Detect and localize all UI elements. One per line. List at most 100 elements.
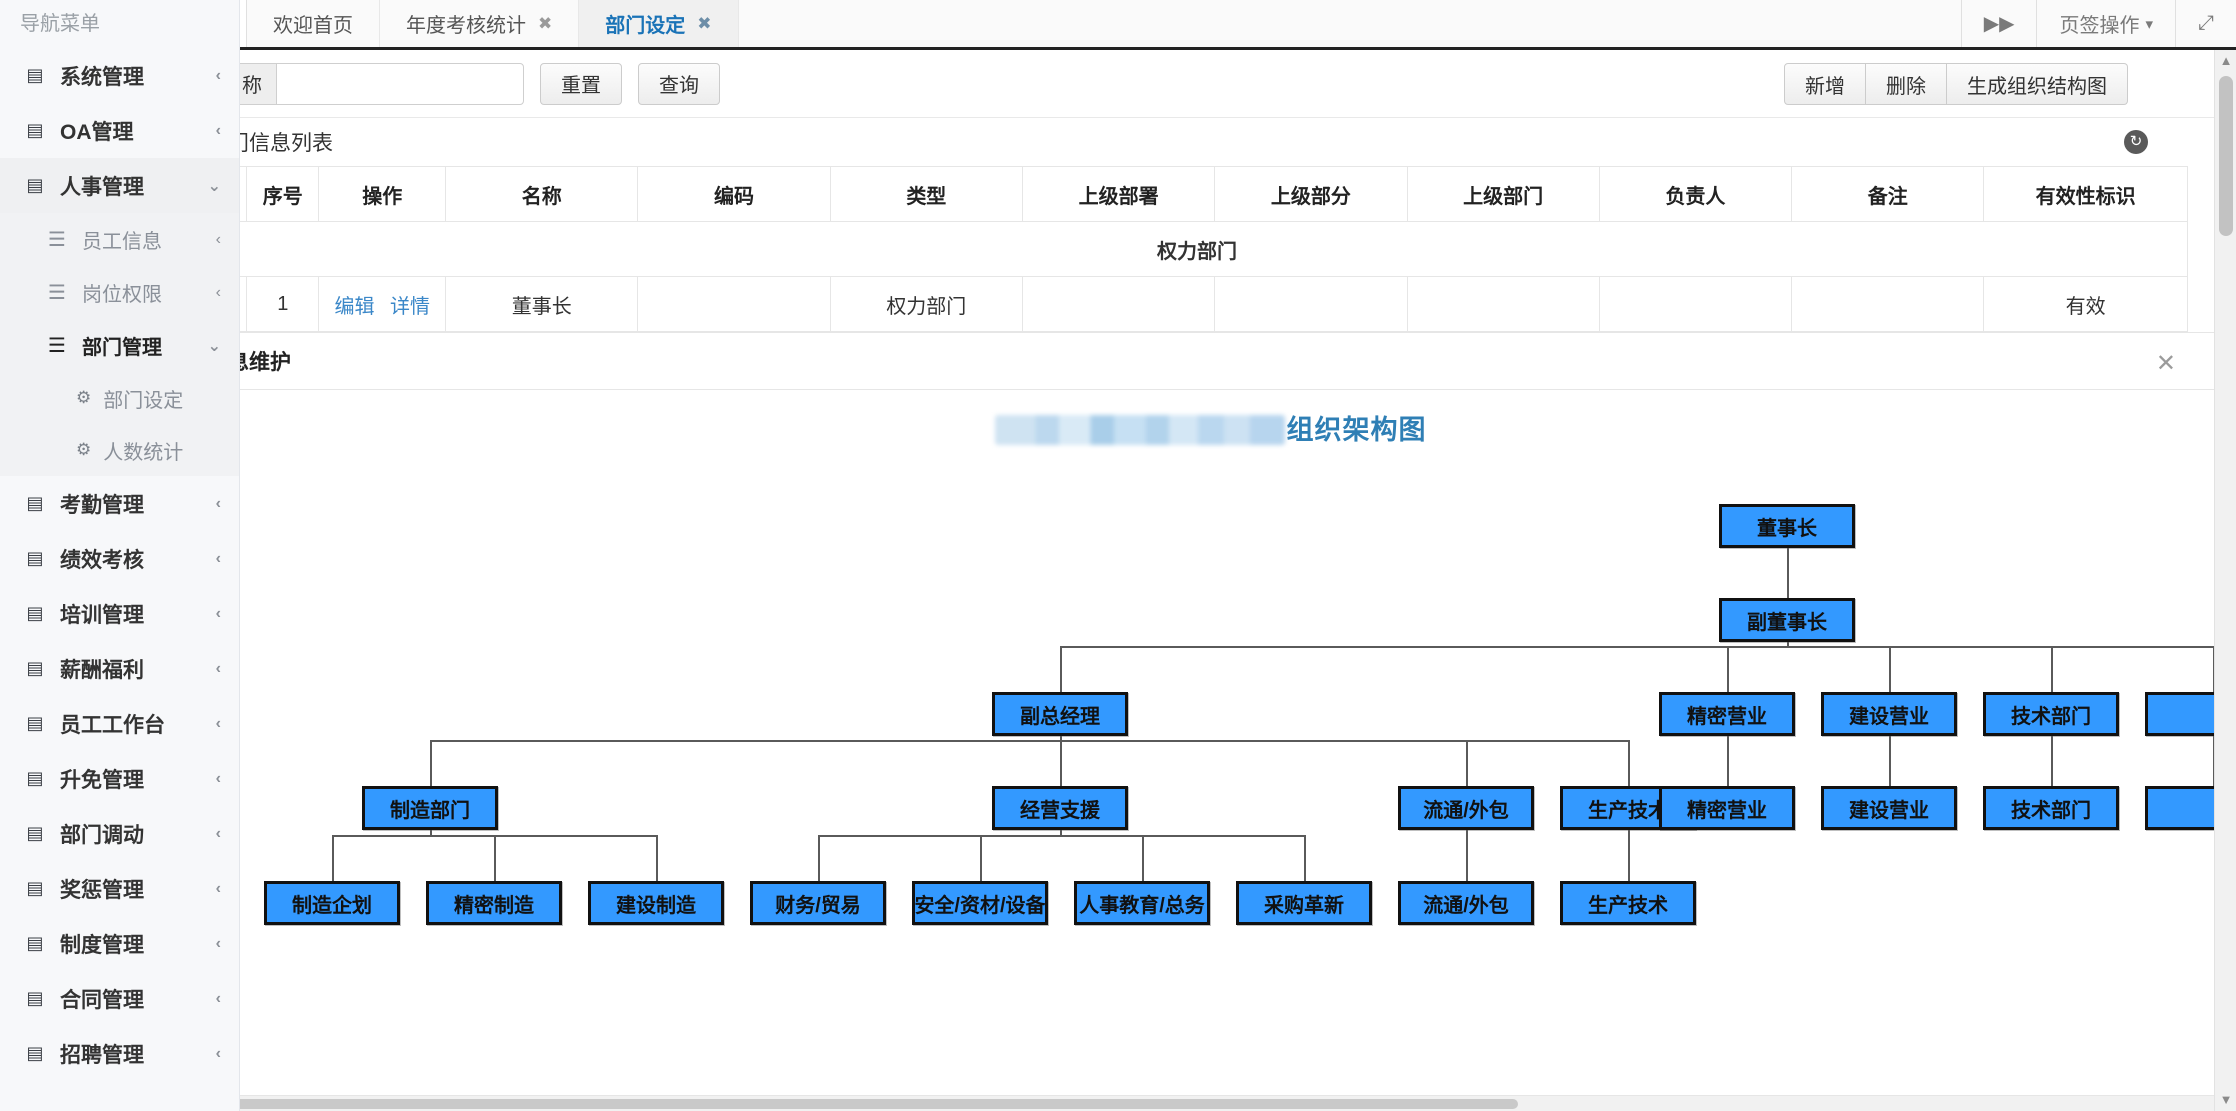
book-icon: ▤: [26, 988, 44, 1008]
table-header-row: 序号 操作 名称 编码 类型 上级部署 上级部分 上级部门 负责人 备注 有效性…: [184, 166, 2188, 222]
sidebar-item-department-transfer[interactable]: ▤ 部门调动 ‹: [0, 806, 239, 861]
delete-button[interactable]: 删除: [1866, 63, 1947, 105]
org-node[interactable]: 安全/资材/设备: [912, 881, 1048, 925]
tab-welcome-home[interactable]: 欢迎首页: [247, 0, 380, 47]
row-code: [637, 276, 831, 332]
org-node-label: 生产技术: [1588, 799, 1668, 822]
column-index: 序号: [246, 166, 320, 222]
org-node[interactable]: 技术部门: [1983, 786, 2119, 830]
sidebar-item-training-management[interactable]: ▤ 培训管理 ‹: [0, 586, 239, 641]
page-operations-label: 页签操作: [2059, 15, 2140, 37]
tab-bar: ◀◀ 欢迎首页 年度考核统计 ✖ 部门设定 ✖ ▶▶ 页签操作 ▾ ⤢: [185, 0, 2236, 50]
org-node[interactable]: 人事教育/总务: [1074, 881, 1210, 925]
close-icon[interactable]: ✕: [2155, 350, 2176, 377]
org-node[interactable]: 精密营业: [1659, 692, 1795, 736]
sidebar-item-hr-management[interactable]: ▤ 人事管理 ⌄: [0, 158, 239, 213]
org-node[interactable]: 董事长: [1719, 504, 1855, 548]
org-node[interactable]: 精密营业: [1659, 786, 1795, 830]
row-owner: [1598, 276, 1793, 332]
name-filter-input[interactable]: [276, 62, 524, 105]
vertical-scrollbar[interactable]: ▲ ▼: [2214, 50, 2236, 1111]
query-button[interactable]: 查询: [638, 62, 720, 105]
generate-org-chart-button[interactable]: 生成组织结构图: [1947, 63, 2128, 105]
sidebar-item-headcount-stats[interactable]: ⚙ 人数统计: [0, 424, 239, 476]
org-node-label: 生产技术: [1588, 894, 1668, 917]
chevron-left-icon: ‹: [215, 989, 221, 1007]
org-connector: [1889, 646, 1891, 692]
sidebar-item-promotion-management[interactable]: ▤ 升免管理 ‹: [0, 751, 239, 806]
tab-close-icon[interactable]: ✖: [538, 13, 553, 33]
edit-link[interactable]: 编辑: [334, 295, 375, 318]
sidebar-item-label: 人数统计: [103, 441, 184, 464]
tab-close-icon[interactable]: ✖: [697, 13, 712, 33]
org-node[interactable]: 生产技术: [1560, 881, 1696, 925]
horizontal-scroll-thumb[interactable]: [188, 1099, 1518, 1109]
org-node[interactable]: 建设制造: [588, 881, 724, 925]
horizontal-scrollbar[interactable]: [185, 1095, 2214, 1111]
org-node[interactable]: 经营支援: [992, 786, 1128, 830]
org-node[interactable]: 副董事长: [1719, 598, 1855, 642]
table-row[interactable]: 1 编辑 详情 董事长 权力部门 有效: [184, 276, 2188, 332]
tab-department-setup[interactable]: 部门设定 ✖: [579, 0, 739, 47]
org-node[interactable]: 精密制造: [426, 881, 562, 925]
name-filter-group: 名称: [207, 62, 524, 105]
org-node[interactable]: 财务/贸易: [750, 881, 886, 925]
org-node[interactable]: 技术部门: [1983, 692, 2119, 736]
org-connector: [1142, 835, 1144, 881]
org-node[interactable]: 制造企划: [264, 881, 400, 925]
sidebar-item-attendance-management[interactable]: ▤ 考勤管理 ‹: [0, 476, 239, 531]
bars-icon: ☰: [48, 282, 66, 304]
vertical-scroll-thumb[interactable]: [2219, 76, 2233, 236]
org-node[interactable]: 副总经理: [992, 692, 1128, 736]
org-connector: [494, 835, 496, 881]
book-icon: ▤: [26, 1043, 44, 1063]
org-chart-canvas: 组织架构图 董事长副董事长副总经理精密营业建设营业技术部门制造部门经营支援流通/…: [185, 390, 2236, 1070]
sidebar-item-compensation-benefits[interactable]: ▤ 薪酬福利 ‹: [0, 641, 239, 696]
org-node-label: 建设营业: [1849, 705, 1929, 728]
sidebar-item-label: 员工工作台: [60, 713, 165, 737]
org-node[interactable]: 建设营业: [1821, 692, 1957, 736]
org-connector: [1466, 740, 1468, 786]
refresh-icon[interactable]: ↻: [2124, 130, 2148, 154]
sidebar-item-department-setup[interactable]: ⚙ 部门设定: [0, 372, 239, 424]
org-connector: [1727, 646, 1729, 692]
tabs-scroll-right-icon[interactable]: ▶▶: [1961, 0, 2038, 47]
book-icon: ▤: [26, 658, 44, 678]
org-node[interactable]: 建设营业: [1821, 786, 1957, 830]
chevron-left-icon: ‹: [215, 121, 221, 139]
search-toolbar: 名称 重置 查询 新增 删除 生成组织结构图: [185, 50, 2236, 118]
scroll-up-icon[interactable]: ▲: [2219, 53, 2233, 68]
sidebar-item-post-permission[interactable]: ☰ 岗位权限 ‹: [0, 266, 239, 319]
sidebar-item-department-management[interactable]: ☰ 部门管理 ⌄: [0, 319, 239, 372]
reset-button[interactable]: 重置: [540, 62, 622, 105]
chevron-left-icon: ‹: [215, 549, 221, 567]
sidebar-item-recruitment-management[interactable]: ▤ 招聘管理 ‹: [0, 1026, 239, 1081]
sidebar-item-oa-management[interactable]: ▤ OA管理 ‹: [0, 103, 239, 158]
org-connector: [1466, 830, 1468, 881]
page-operations-dropdown[interactable]: 页签操作 ▾: [2037, 0, 2176, 47]
fullscreen-icon[interactable]: ⤢: [2176, 0, 2236, 47]
scroll-down-icon[interactable]: ▼: [2219, 1092, 2233, 1107]
org-chart-title-suffix: 组织架构图: [1286, 415, 1427, 445]
add-button[interactable]: 新增: [1784, 63, 1866, 105]
column-owner: 负责人: [1598, 166, 1793, 222]
sidebar-item-reward-punishment[interactable]: ▤ 奖惩管理 ‹: [0, 861, 239, 916]
org-node-label: 流通/外包: [1423, 799, 1509, 822]
chevron-down-icon: ⌄: [207, 337, 221, 355]
org-node-label: 安全/资材/设备: [914, 894, 1046, 917]
sidebar-item-employee-workbench[interactable]: ▤ 员工工作台 ‹: [0, 696, 239, 751]
sidebar-item-employee-info[interactable]: ☰ 员工信息 ‹: [0, 213, 239, 266]
sidebar-item-policy-management[interactable]: ▤ 制度管理 ‹: [0, 916, 239, 971]
sidebar-item-contract-management[interactable]: ▤ 合同管理 ‹: [0, 971, 239, 1026]
sidebar-item-performance-review[interactable]: ▤ 绩效考核 ‹: [0, 531, 239, 586]
sidebar-item-system-management[interactable]: ▤ 系统管理 ‹: [0, 48, 239, 103]
org-node[interactable]: 流通/外包: [1398, 786, 1534, 830]
org-node[interactable]: 制造部门: [362, 786, 498, 830]
org-node-label: 人事教育/总务: [1079, 894, 1205, 917]
chevron-left-icon: ‹: [215, 604, 221, 622]
org-node[interactable]: 采购革新: [1236, 881, 1372, 925]
detail-link[interactable]: 详情: [390, 295, 431, 318]
org-node[interactable]: 流通/外包: [1398, 881, 1534, 925]
tab-annual-review-stats[interactable]: 年度考核统计 ✖: [380, 0, 580, 47]
